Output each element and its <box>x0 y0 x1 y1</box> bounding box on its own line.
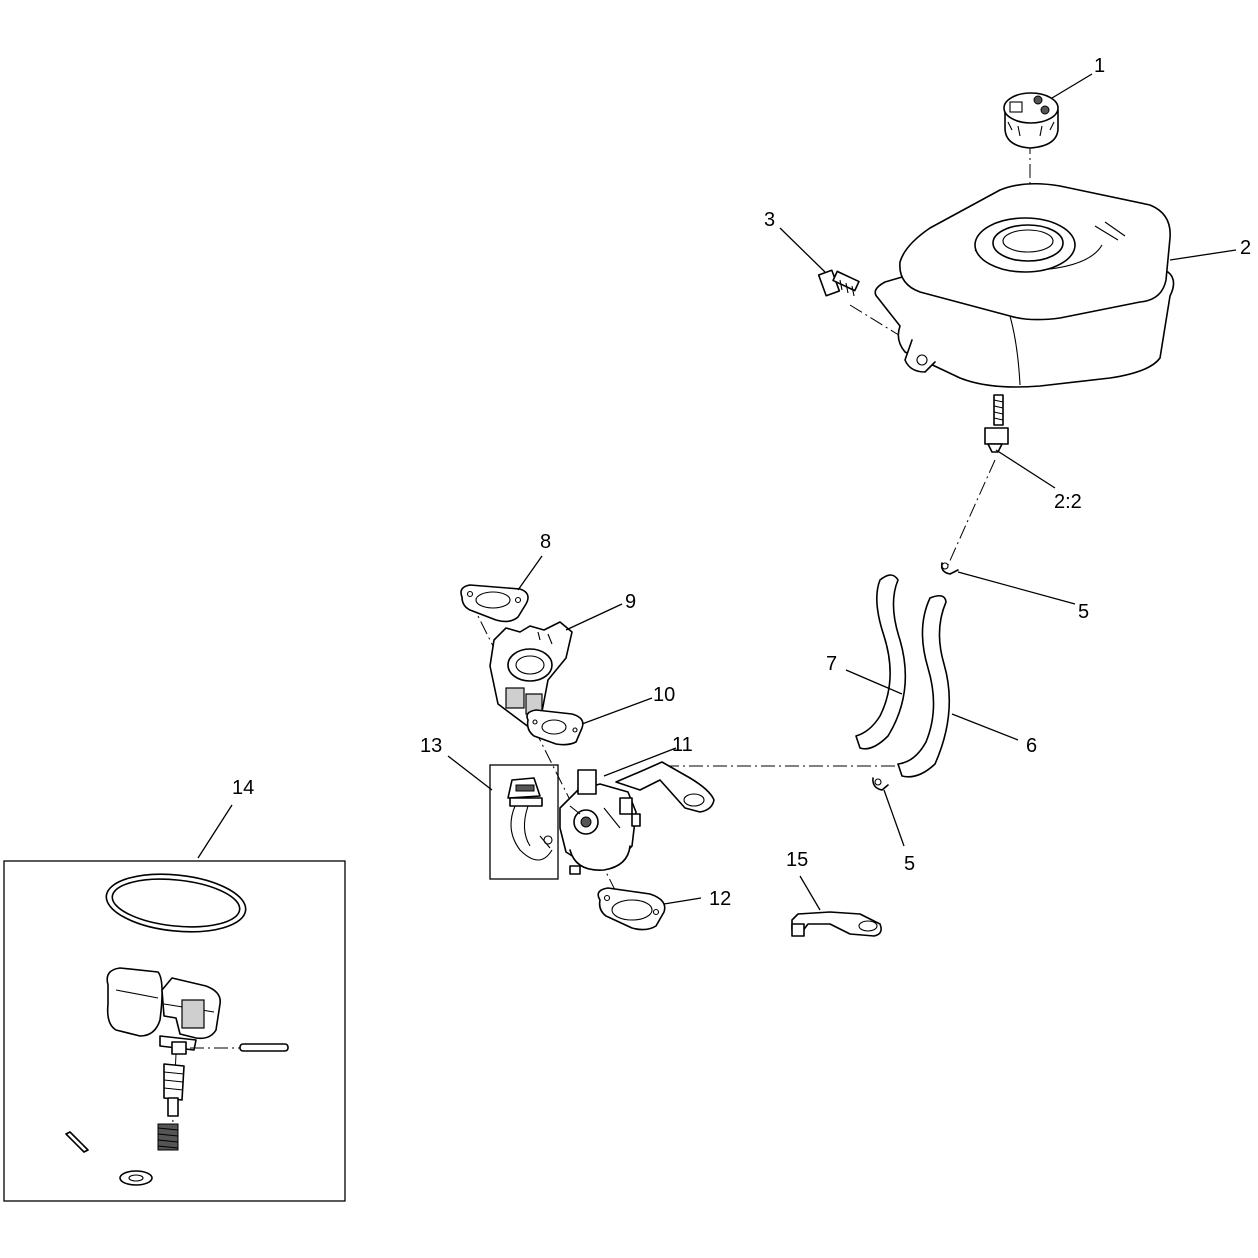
lever-part[interactable] <box>791 911 882 937</box>
callout-5-top: 5 <box>1078 601 1089 623</box>
gasket-part-8[interactable] <box>460 584 529 623</box>
callout-12: 12 <box>709 888 731 910</box>
leader-lines <box>197 73 1237 911</box>
insulator-part[interactable] <box>489 621 573 729</box>
fuel-hose-part-6[interactable] <box>897 594 951 778</box>
fuel-hose-part-7[interactable] <box>855 574 907 750</box>
fuel-valve-part[interactable] <box>984 394 1009 453</box>
gasket-part-12[interactable] <box>597 887 666 931</box>
callout-2-2: 2:2 <box>1054 491 1082 513</box>
callout-11: 11 <box>672 734 693 756</box>
callout-6: 6 <box>1026 735 1037 757</box>
needle-valve-part[interactable] <box>163 1053 185 1141</box>
gasket-part-10[interactable] <box>526 709 584 746</box>
fuel-cap-part[interactable] <box>1003 92 1059 149</box>
callout-5-bottom: 5 <box>904 853 915 875</box>
solenoid-kit-part[interactable] <box>489 764 559 880</box>
callout-2: 2 <box>1240 237 1251 259</box>
callout-9: 9 <box>625 591 636 613</box>
callout-10: 10 <box>653 684 675 706</box>
clip-part[interactable] <box>65 1131 89 1153</box>
bolt-part[interactable] <box>817 269 860 297</box>
washer-part[interactable] <box>119 1170 153 1186</box>
float-pin-part[interactable] <box>190 1043 289 1052</box>
callout-15: 15 <box>786 849 808 871</box>
float-bowl-detail-box <box>3 860 346 1202</box>
carburetor-part[interactable] <box>559 761 715 875</box>
callout-labels: 1 2 2:2 3 5 5 6 7 8 9 10 11 12 13 14 15 <box>232 55 1251 910</box>
callout-8: 8 <box>540 531 551 553</box>
callout-7: 7 <box>826 653 837 675</box>
fuel-tank-part[interactable] <box>874 182 1175 388</box>
callout-13: 13 <box>420 735 442 757</box>
hose-clamp-part-top[interactable] <box>940 562 959 575</box>
hose-clamp-part-bottom[interactable] <box>872 777 889 791</box>
spring-part[interactable] <box>157 1123 179 1151</box>
callout-1: 1 <box>1094 55 1105 77</box>
float-gasket-ring-part[interactable] <box>103 868 248 938</box>
float-part[interactable] <box>106 967 222 1055</box>
callout-3: 3 <box>764 209 775 231</box>
callout-14: 14 <box>232 777 254 799</box>
